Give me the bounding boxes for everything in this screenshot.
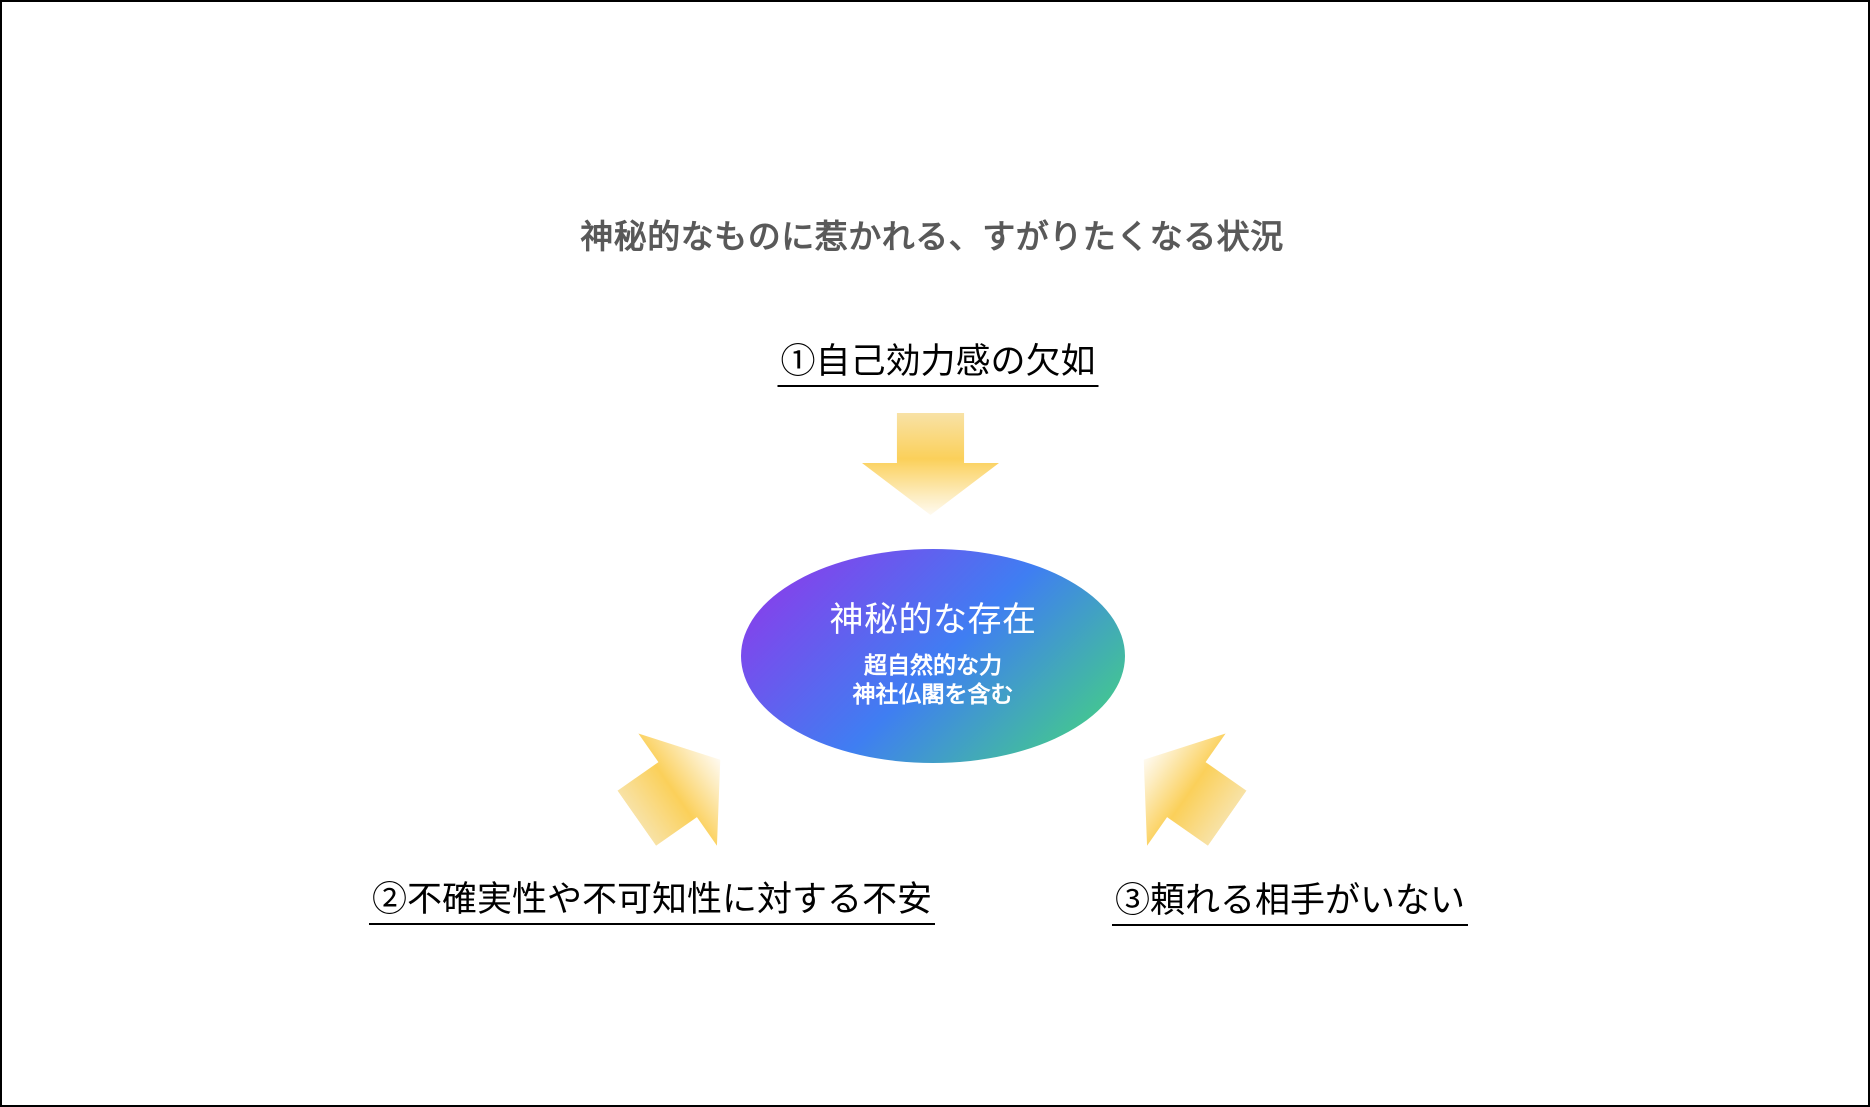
ellipse-subtitle: 超自然的な力 神社仏閣を含む: [853, 652, 1014, 710]
diagram-title: 神秘的なものに惹かれる、すがりたくなる状況: [580, 218, 1284, 255]
cause-label-uncertainty-anxiety: ②不確実性や不可知性に対する不安: [368, 880, 936, 926]
arrow-up-left-icon: [1104, 704, 1266, 875]
mystic-existence-ellipse: 神秘的な存在 超自然的な力 神社仏閣を含む: [741, 549, 1125, 763]
arrow-up-right-icon: [597, 704, 759, 875]
ellipse-subtitle-line2: 神社仏閣を含む: [852, 682, 1014, 708]
cause-label-no-one-to-rely-on: ③頼れる相手がいない: [1111, 881, 1469, 927]
cause-label-self-efficacy: ①自己効力感の欠如: [777, 342, 1099, 388]
arrow-down-icon: [862, 413, 999, 515]
ellipse-title: 神秘的な存在: [829, 601, 1037, 639]
ellipse-subtitle-line1: 超自然的な力: [864, 653, 1002, 679]
